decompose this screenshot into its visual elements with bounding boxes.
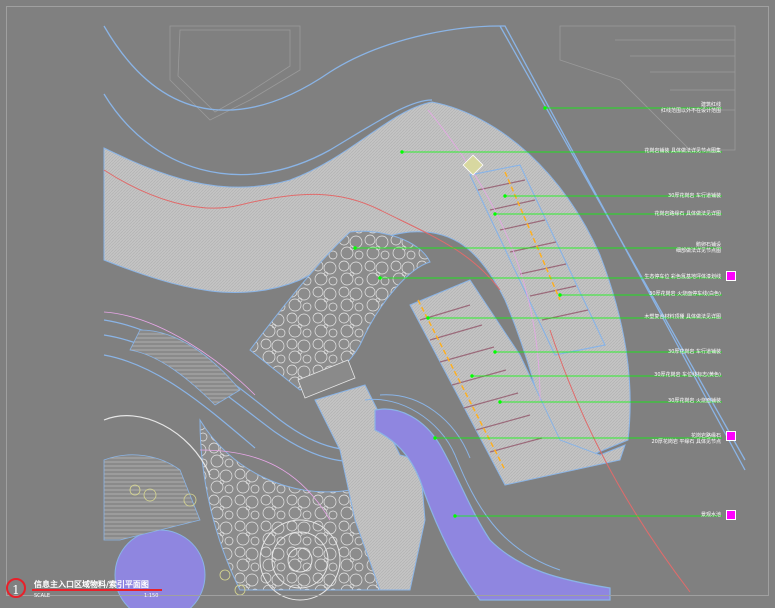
callout-label: 鹅卵石铺设细部做法详见节点图 bbox=[676, 242, 721, 254]
callout-line1: 30厚花岗岩 火烧面铺装 bbox=[668, 398, 721, 404]
callout-label: 30厚花岗岩 火烧面停车线(白色) bbox=[649, 291, 721, 297]
leader-dot bbox=[498, 400, 502, 404]
callout-leaders bbox=[353, 106, 722, 518]
callout-label: 花岗岩铺装 具体做法详见节点图集 bbox=[644, 148, 721, 154]
arc-wall bbox=[103, 415, 211, 476]
callout-label: 建筑红线红线范围以外不在设计范围 bbox=[661, 102, 721, 114]
parking-bays bbox=[419, 164, 606, 453]
planter-boxes bbox=[297, 359, 356, 399]
circular-plaza bbox=[259, 519, 341, 601]
parking-area bbox=[409, 279, 626, 486]
red-boundary-line bbox=[549, 329, 691, 593]
callout-line1: 花岗岩铺装 具体做法详见节点图集 bbox=[644, 148, 721, 154]
callout-line1: 30厚花岗岩 车位线标志(黄色) bbox=[654, 372, 721, 378]
leader-dot bbox=[433, 436, 437, 440]
water-channel bbox=[374, 408, 611, 601]
building-outlines bbox=[169, 25, 736, 151]
section-marker-icon bbox=[726, 510, 736, 520]
callout-label: 木塑复合材料顶棚 具体做法见详图 bbox=[644, 314, 721, 320]
leader-dot bbox=[470, 374, 474, 378]
callout-label: 30厚花岗岩 火烧面铺装 bbox=[668, 398, 721, 404]
drawing-number: 1 bbox=[6, 578, 26, 598]
callout-line1: 花岗岩路缘石 具体做法见详图 bbox=[654, 211, 721, 217]
callout-line2: 细部做法详见节点图 bbox=[675, 248, 721, 254]
callout-label: 花岗岩路缘石 具体做法见详图 bbox=[654, 211, 721, 217]
scale-ratio: 1:150 bbox=[144, 593, 159, 599]
leader-dot bbox=[426, 316, 430, 320]
trees bbox=[129, 484, 246, 596]
callout-label: 30厚花岗岩 车行道铺装 bbox=[668, 193, 721, 199]
callout-line1: 鹅卵石铺设 bbox=[695, 242, 721, 248]
pebble-paving-upper bbox=[249, 230, 431, 391]
leader-dot bbox=[378, 276, 382, 280]
section-marker-icon bbox=[726, 271, 736, 281]
callout-line2: 20厚花岗岩 平缘石 具体见节点 bbox=[651, 439, 721, 445]
callout-label: 生态停车位 彩色氥基地坪体漆划线 bbox=[644, 274, 721, 280]
callout-line1: 生态停车位 彩色氥基地坪体漆划线 bbox=[644, 274, 721, 280]
road-centerline bbox=[103, 169, 501, 291]
callout-line1: 景观水池 bbox=[700, 512, 721, 518]
leader-dot bbox=[493, 350, 497, 354]
section-marker-icon bbox=[726, 431, 736, 441]
leader-dot bbox=[493, 212, 497, 216]
pink-guidelines bbox=[103, 109, 541, 521]
water-channel-edges bbox=[364, 394, 561, 571]
callout-line1: 30厚花岗岩 车行道铺装 bbox=[668, 349, 721, 355]
lawn-hatch bbox=[103, 454, 201, 541]
fountain-icon bbox=[462, 154, 484, 176]
drawing-title-block: 1 信息主入口区域物料/索引平面图 SCALE 1:150 bbox=[6, 576, 206, 606]
callout-line1: 30厚花岗岩 车行道铺装 bbox=[668, 193, 721, 199]
scale-label: SCALE bbox=[34, 593, 51, 599]
leader-dot bbox=[503, 194, 507, 198]
leader-dot bbox=[400, 150, 404, 154]
leader-dot bbox=[558, 293, 562, 297]
drawing-title: 信息主入口区域物料/索引平面图 bbox=[34, 579, 149, 589]
callout-line1: 建筑红线 bbox=[700, 102, 721, 108]
title-underline bbox=[32, 589, 162, 591]
callout-label: 景观水池 bbox=[701, 512, 721, 518]
leader-dot bbox=[353, 246, 357, 250]
callout-line1: 木塑复合材料顶棚 具体做法见详图 bbox=[644, 314, 721, 320]
parking-yellow-lines bbox=[417, 171, 561, 471]
stair-area bbox=[129, 329, 241, 406]
callout-label: 30厚花岗岩 车位线标志(黄色) bbox=[654, 372, 721, 378]
property-boundary bbox=[103, 25, 746, 471]
callout-label: 30厚花岗岩 车行道铺装 bbox=[668, 349, 721, 355]
callout-line1: 30厚花岗岩 火烧面停车线(白色) bbox=[649, 291, 721, 297]
callout-line1: 花岗岩路缘石 bbox=[690, 433, 721, 439]
callout-line2: 红线范围以外不在设计范围 bbox=[660, 108, 721, 114]
leader-dot bbox=[543, 106, 547, 110]
leader-dot bbox=[453, 514, 457, 518]
